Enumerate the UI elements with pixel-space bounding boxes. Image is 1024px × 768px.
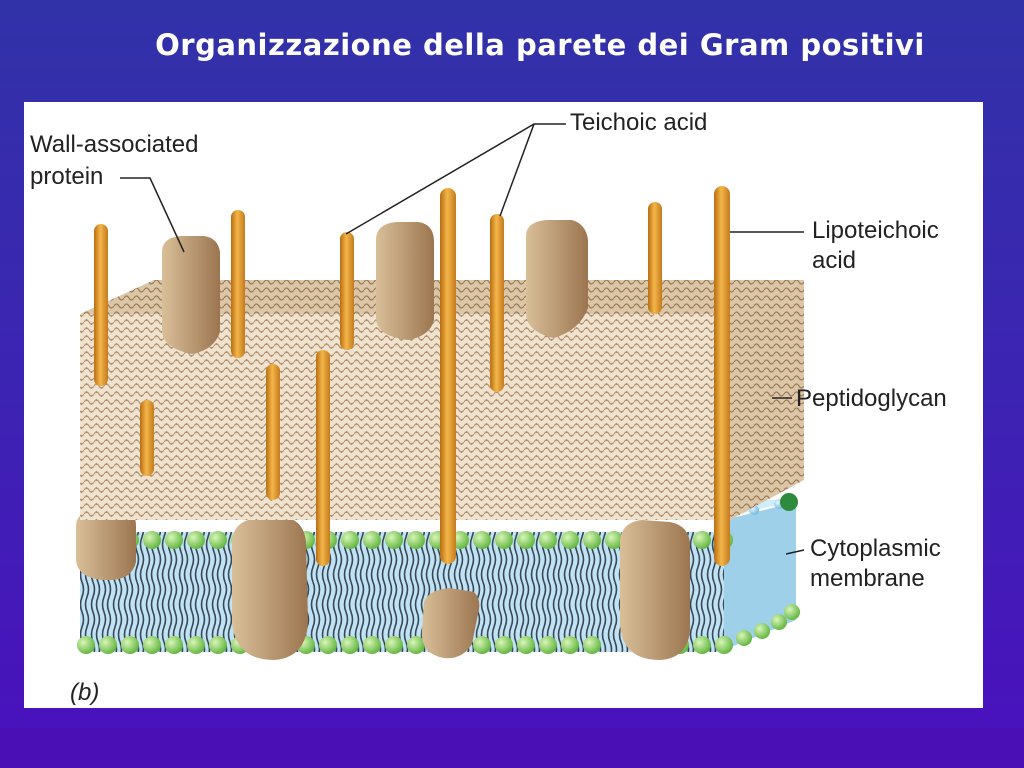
label-peptidoglycan: Peptidoglycan: [796, 385, 947, 412]
wall-protein-1: [162, 236, 220, 354]
lipoteichoic-acid-rod-1: [316, 350, 330, 566]
label-lipoteichoic-acid-line2: acid: [812, 247, 856, 274]
membrane-protein-4: [620, 520, 690, 660]
membrane-protein-2: [232, 518, 308, 660]
teichoic-acid-rod-7: [648, 202, 662, 314]
peptidoglycan-layer: [80, 280, 804, 520]
panel-label: (b): [70, 679, 99, 706]
wall-protein-2: [376, 222, 434, 340]
peptidoglycan-side-face: [730, 280, 804, 520]
wall-associated-proteins: [162, 220, 588, 354]
teichoic-acid-rod-6: [490, 214, 504, 392]
lipoteichoic-acid-rod-2: [440, 188, 456, 564]
lipoteichoic-acid-rod-3: [714, 186, 730, 566]
wall-protein-leader: [120, 177, 185, 253]
lipid-tails: [80, 532, 724, 652]
label-wall-associated-protein-line2: protein: [30, 163, 103, 190]
teichoic-acid-rod-5: [340, 232, 354, 350]
teichoic-acid-rod-2: [140, 400, 154, 476]
label-teichoic-acid: Teichoic acid: [570, 109, 707, 136]
bottom-strip: [0, 728, 1024, 768]
membrane-protein-1: [76, 510, 136, 580]
cytoplasmic-membrane: [76, 493, 800, 660]
leader-lines: [120, 123, 805, 555]
acid-rods: [94, 186, 730, 566]
label-cytoplasmic-membrane-line2: membrane: [810, 565, 925, 592]
teichoic-leader-2: [499, 123, 535, 217]
cell-wall-diagram: Wall-associated protein Teichoic acid Li…: [30, 109, 947, 706]
teichoic-acid-rod-4: [266, 364, 280, 500]
membrane-side-face: [724, 502, 796, 650]
label-wall-associated-protein-line1: Wall-associated: [30, 131, 199, 158]
label-cytoplasmic-membrane-line1: Cytoplasmic: [810, 535, 941, 562]
membrane-leader: [785, 549, 805, 555]
slide-title: Organizzazione della parete dei Gram pos…: [155, 28, 925, 62]
teichoic-acid-rod-3: [231, 210, 245, 358]
gram-positive-wall-figure: Wall-associated protein Teichoic acid Li…: [24, 102, 983, 708]
wall-protein-3: [526, 220, 588, 338]
teichoic-acid-rod-1: [94, 224, 108, 386]
label-lipoteichoic-acid-line1: Lipoteichoic: [812, 217, 939, 244]
membrane-protein-3: [421, 588, 480, 659]
